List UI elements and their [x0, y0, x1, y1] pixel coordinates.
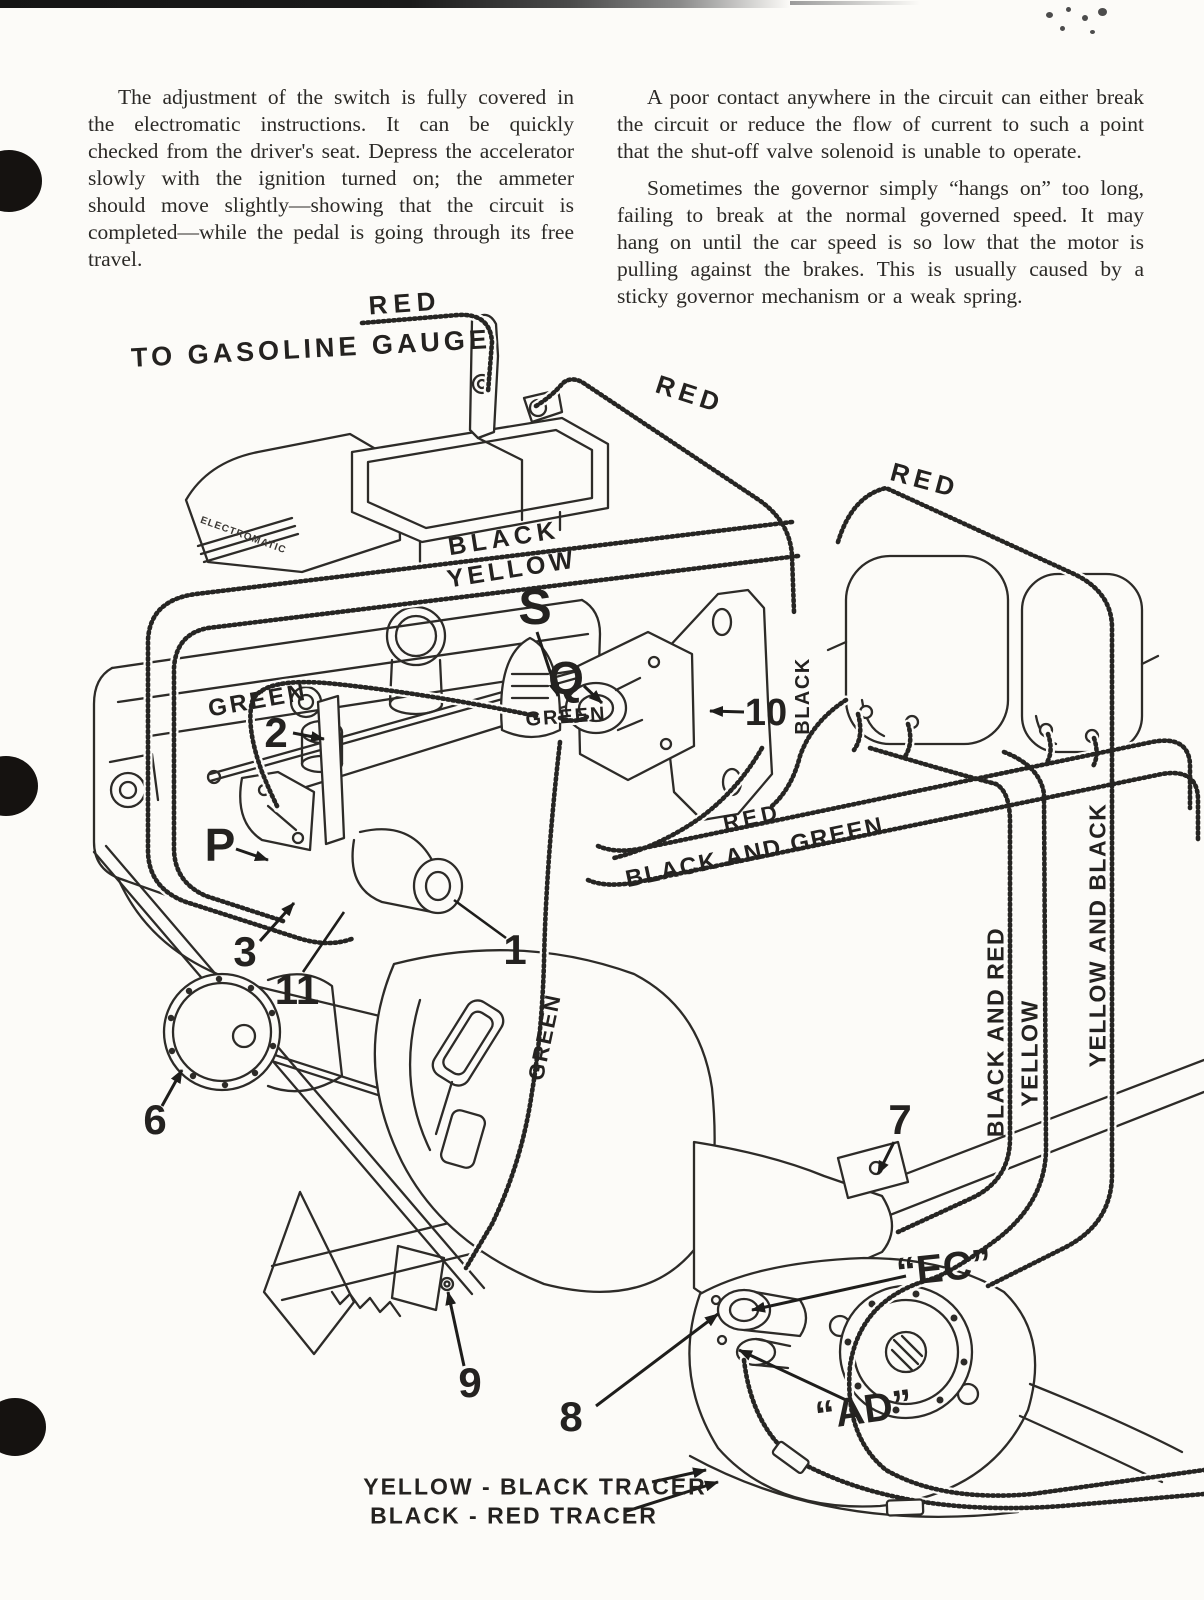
callout-1: 1 — [503, 926, 527, 973]
callout-P: P — [204, 819, 236, 871]
label-red-gauge-wire: RED — [367, 285, 443, 321]
label-black-and-red-wire: BLACK AND RED — [982, 926, 1009, 1138]
label-yellow-black-tracer: YELLOW - BLACK TRACER — [363, 1473, 707, 1500]
paragraph: Sometimes the governor simply “hangs on”… — [617, 176, 1144, 308]
label-yellow-and-black-wire: YELLOW AND BLACK — [1084, 802, 1111, 1068]
label-black-red-tracer: BLACK - RED TRACER — [370, 1502, 658, 1529]
dust-speck — [1066, 7, 1071, 12]
callout-7: 7 — [888, 1096, 912, 1143]
paragraph: The adjustment of the switch is fully co… — [88, 85, 574, 271]
dust-speck — [1082, 15, 1088, 21]
dust-speck — [1046, 12, 1053, 18]
label-black-wire-relay: BLACK — [792, 657, 814, 735]
callout-Q: Q — [548, 652, 584, 704]
callout-11: 11 — [274, 966, 320, 1013]
paragraph: A poor contact anywhere in the circuit c… — [617, 85, 1144, 163]
callout-8: 8 — [559, 1393, 583, 1440]
dust-speck — [1098, 8, 1107, 16]
callout-9: 9 — [458, 1359, 482, 1406]
callout-6: 6 — [143, 1096, 167, 1143]
left-column: The adjustment of the switch is fully co… — [88, 84, 574, 283]
scan-edge-bar-fade — [790, 1, 920, 5]
callout-arrows — [160, 631, 907, 1514]
scan-edge-bar — [0, 0, 790, 8]
callout-EC: “EC” — [894, 1241, 994, 1295]
callout-3: 3 — [233, 928, 257, 975]
engine-block-art — [92, 313, 1204, 1518]
dust-speck — [1090, 30, 1095, 34]
callout-10: 10 — [744, 692, 788, 734]
wire-connectors — [771, 1440, 925, 1517]
callout-2: 2 — [264, 709, 288, 756]
label-yellow-wire-side: YELLOW — [1016, 999, 1043, 1107]
callout-S: S — [518, 579, 552, 635]
dust-speck — [1060, 26, 1065, 31]
label-green-wire-governor: GREEN — [524, 703, 608, 731]
right-column: A poor contact anywhere in the circuit c… — [617, 84, 1144, 320]
